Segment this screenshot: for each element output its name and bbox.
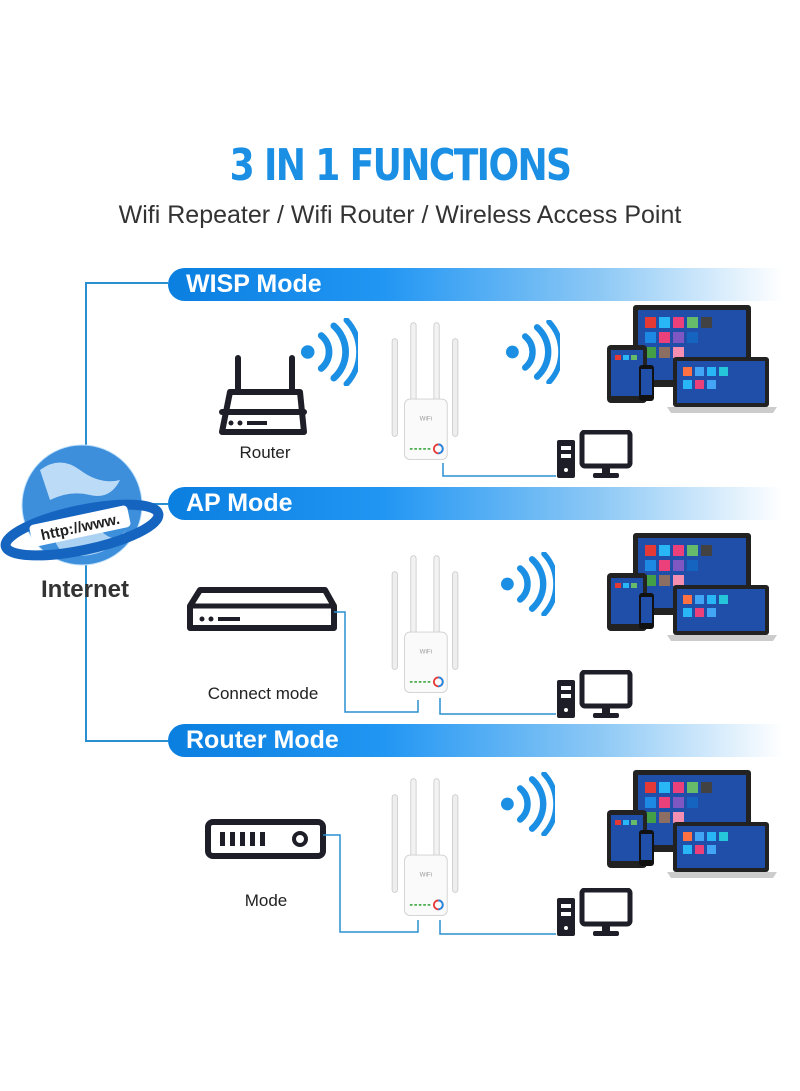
- switch-icon: [187, 587, 337, 631]
- page-title: 3 IN 1 FUNCTIONS: [229, 140, 572, 191]
- modem-icon: [205, 819, 326, 859]
- ethernet-cable: [439, 920, 556, 935]
- devices-icon: [607, 770, 777, 878]
- ethernet-cable: [442, 463, 556, 477]
- wisp-mode-banner: WISP Mode: [168, 268, 783, 301]
- internet-label: Internet: [40, 576, 129, 603]
- globe-icon: http://www.: [0, 444, 164, 566]
- desktop-pc-icon: [557, 432, 630, 478]
- page-subtitle: Wifi Repeater / Wifi Router / Wireless A…: [118, 201, 682, 229]
- ap-mode-banner: AP Mode: [168, 487, 783, 520]
- devices-icon: [607, 305, 777, 413]
- wifi-repeater-icon: [391, 321, 459, 461]
- wifi-repeater-icon: [391, 777, 459, 917]
- ethernet-cable: [323, 834, 419, 933]
- ethernet-cable: [334, 611, 419, 713]
- mode-label: Mode: [244, 891, 288, 910]
- connect-mode-label: Connect mode: [207, 684, 319, 703]
- ethernet-cable: [439, 698, 556, 715]
- wifi-signal-icon: [506, 322, 561, 382]
- wifi-signal-icon: [501, 774, 556, 834]
- desktop-pc-icon: [557, 672, 630, 718]
- router-label: Router: [239, 443, 291, 462]
- router-icon: [219, 355, 307, 435]
- router-mode-banner: Router Mode: [168, 724, 783, 757]
- devices-icon: [607, 533, 777, 641]
- internet-trunk-line: [85, 282, 168, 742]
- wifi-signal-icon: [301, 320, 359, 384]
- desktop-pc-icon: [557, 890, 630, 936]
- wifi-signal-icon: [501, 554, 556, 614]
- wifi-repeater-icon: [391, 554, 459, 694]
